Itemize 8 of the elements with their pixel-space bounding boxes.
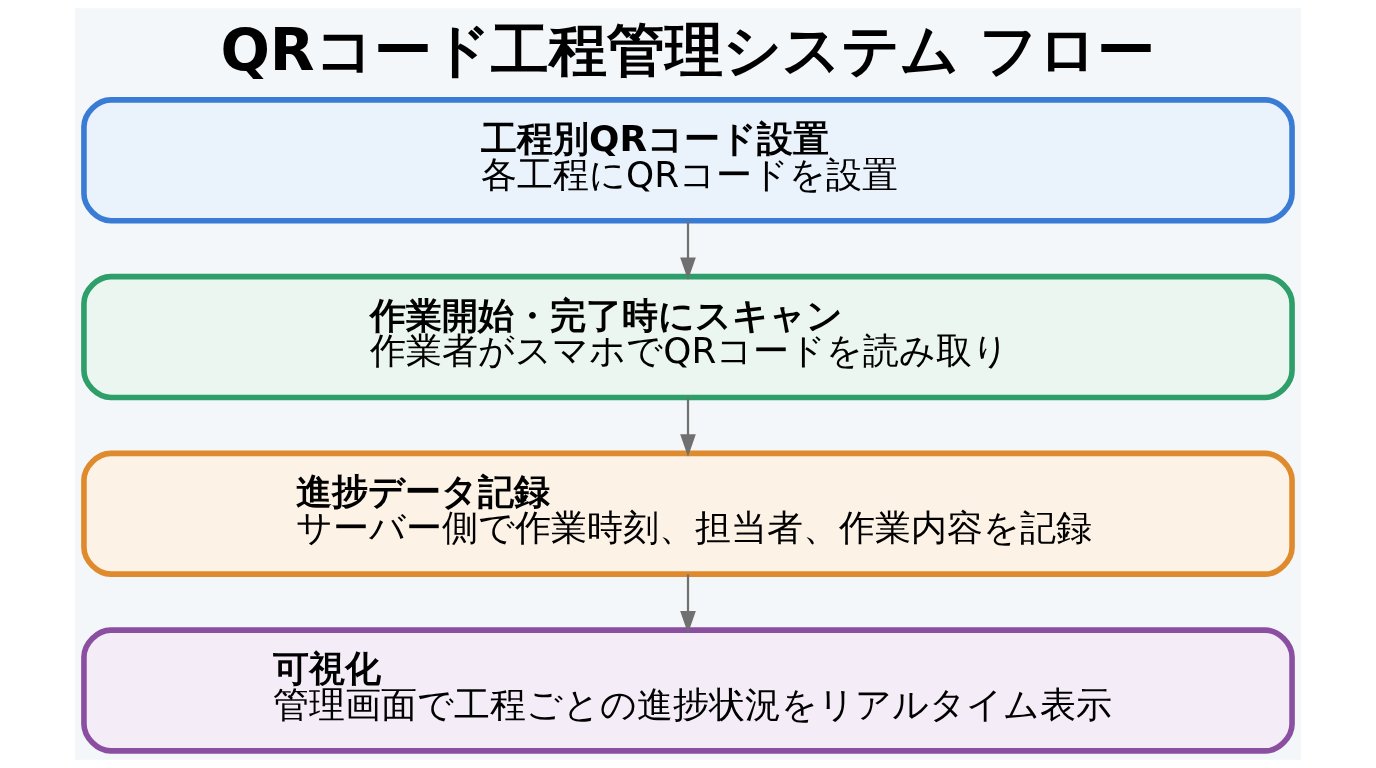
arrow <box>680 397 696 457</box>
node-box: 可視化 管理画面で工程ごとの進捗状況をリアルタイム表示 <box>81 627 1295 754</box>
node-box: 進捗データ記録 サーバー側で作業時刻、担当者、作業内容を記録 <box>81 450 1295 577</box>
arrow <box>680 574 696 634</box>
arrow <box>680 220 696 280</box>
diagram-title: QRコード工程管理システム フロー <box>220 16 1155 85</box>
node-box: 工程別QRコード設置 各工程にQRコードを設置 <box>81 97 1295 224</box>
node-box: 作業開始・完了時にスキャン 作業者がスマホでQRコードを読み取り <box>81 273 1295 401</box>
